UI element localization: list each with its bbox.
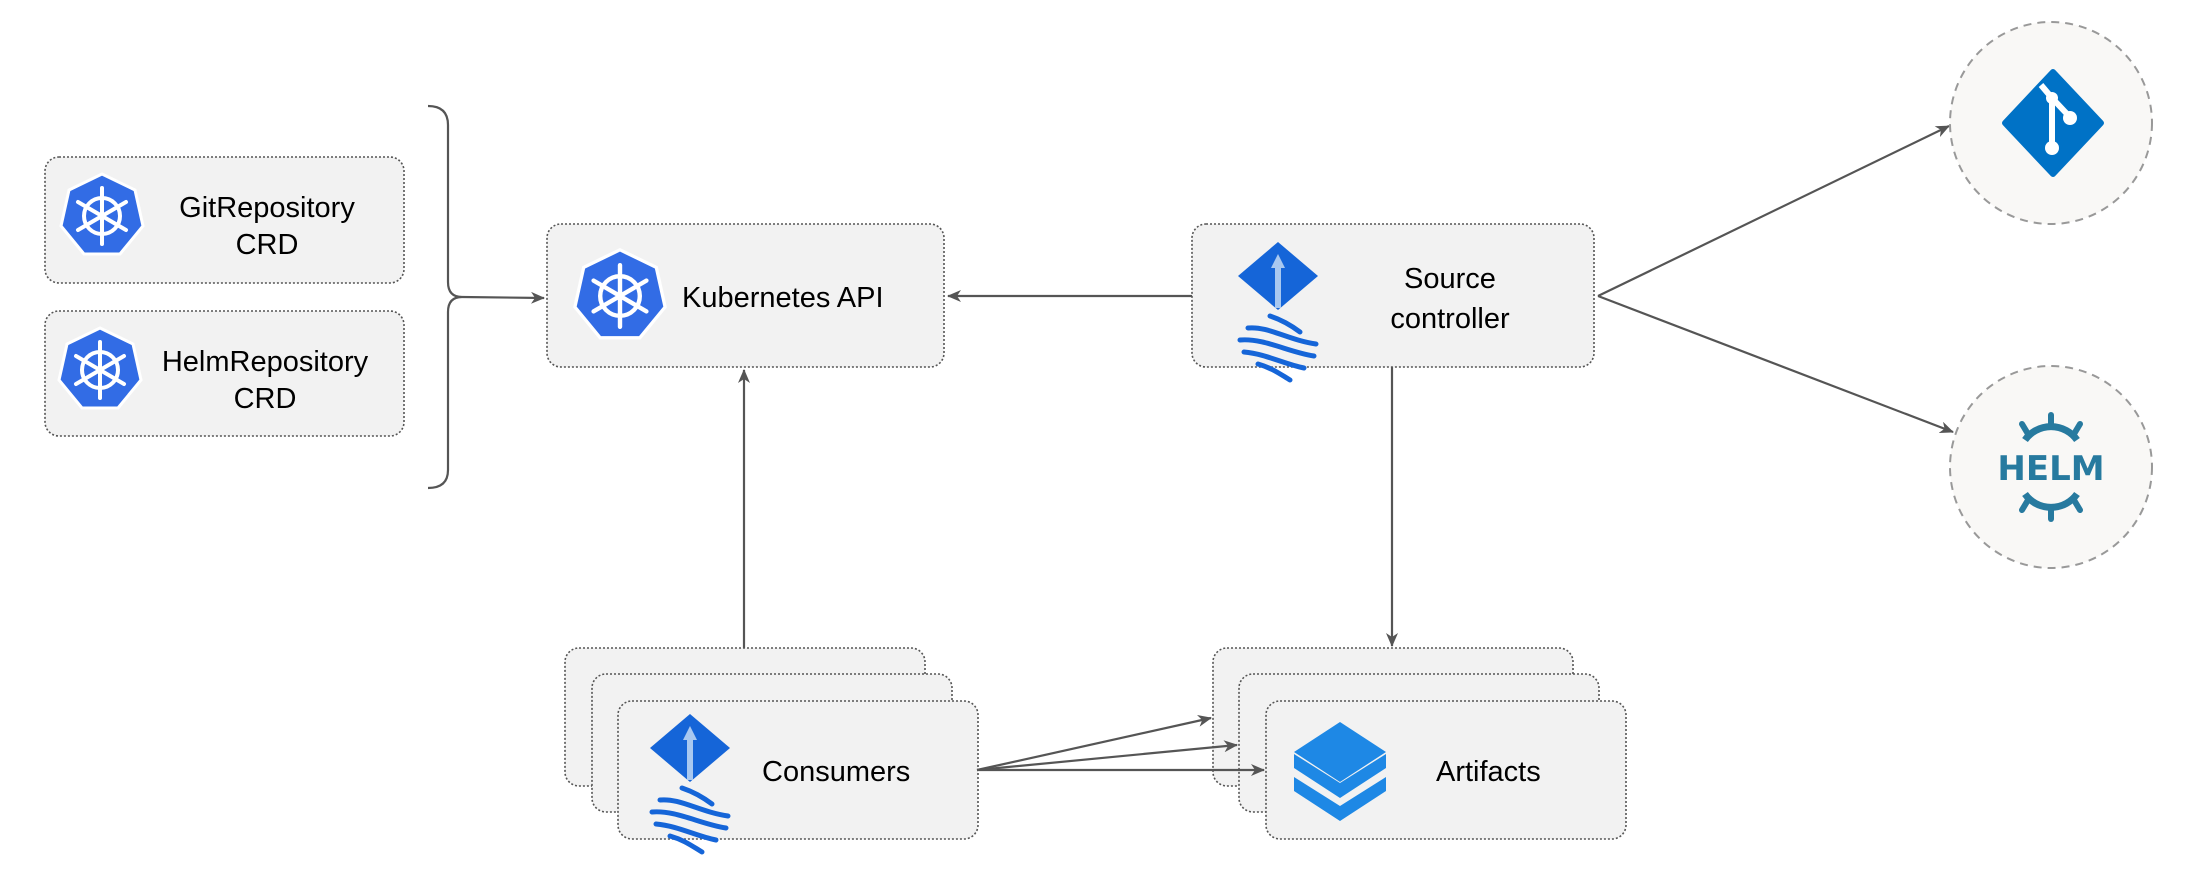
git-icon [2002, 69, 2104, 177]
helm-icon [2019, 412, 2083, 522]
consumers-label: Consumers [762, 756, 910, 788]
bracket [427, 104, 463, 490]
edge-crds-to-kubernetes-api [461, 291, 545, 304]
edge-source-to-git [1597, 125, 1950, 297]
source-controller-label: Source [1404, 263, 1496, 295]
layers-icon [1294, 722, 1386, 821]
git-repository-sublabel: CRD [236, 229, 299, 261]
git-node[interactable] [1949, 21, 2153, 225]
kubernetes-api-node[interactable]: Kubernetes API [546, 223, 945, 368]
artifacts-label: Artifacts [1436, 756, 1541, 788]
edge-consumers-to-artifact-1 [976, 714, 1212, 772]
consumers-node[interactable]: Consumers [564, 647, 979, 852]
edge-source-to-helm [1597, 294, 1954, 434]
helm-logo-text: HELM [1997, 449, 2104, 489]
source-controller-node[interactable]: Source controller [1191, 223, 1595, 380]
helm-node[interactable]: HELM [1949, 365, 2153, 569]
git-repository-label: GitRepository [179, 192, 355, 224]
helm-repository-label: HelmRepository [162, 346, 369, 378]
edge-consumers-to-artifact-2 [976, 740, 1238, 772]
kubernetes-api-label: Kubernetes API [682, 282, 884, 314]
source-controller-sublabel: controller [1390, 303, 1510, 335]
helm-repository-sublabel: CRD [234, 383, 297, 415]
git-repository-crd-node[interactable]: GitRepository CRD [44, 156, 405, 284]
helm-repository-crd-node[interactable]: HelmRepository CRD [44, 310, 405, 437]
artifacts-node[interactable]: Artifacts [1212, 647, 1627, 840]
